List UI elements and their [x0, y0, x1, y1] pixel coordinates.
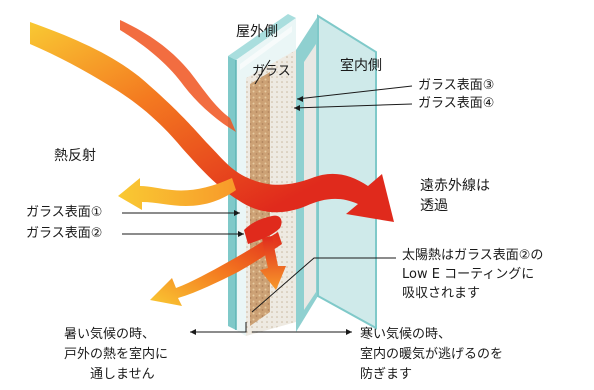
leader-arrowheads	[190, 96, 352, 335]
far-infrared-line-1: 遠赤外線は	[420, 178, 490, 194]
absorbed-heat-arrow	[260, 236, 286, 290]
indoor-side-label: 室内側	[340, 58, 382, 74]
cold-climate-line-1: 寒い気候の時、	[360, 327, 452, 342]
solar-heat-note: 太陽熱はガラス表面②の Low E コーティングに 吸収されます	[402, 246, 582, 303]
solar-heat-flame	[244, 215, 282, 244]
cold-climate-line-2: 室内の暖気が逃げるのを	[360, 347, 504, 362]
solar-heat-line-2: Low E コーティングに	[402, 267, 535, 282]
incoming-heat-arrow	[30, 22, 394, 222]
surface-1-label: ガラス表面①	[26, 205, 103, 220]
incoming-heat-band	[120, 20, 236, 132]
reflected-heat-arrow	[118, 178, 236, 210]
outdoor-glass-pane	[228, 14, 296, 336]
heat-reflection-label: 熱反射	[54, 148, 96, 164]
cold-climate-line-3: 防ぎます	[360, 367, 413, 382]
lower-heat-arrow	[150, 232, 282, 306]
indoor-glass-pane	[296, 14, 377, 332]
far-infrared-label: 遠赤外線は 透過	[420, 176, 570, 216]
leader-lines	[122, 59, 413, 333]
surface-3-label: ガラス表面③	[418, 78, 495, 93]
solar-heat-line-1: 太陽熱はガラス表面②の	[402, 248, 544, 263]
hot-climate-line-3: 通しません	[90, 367, 155, 382]
hot-climate-note: 暑い気候の時、 戸外の熱を室内に 通しません	[64, 325, 190, 385]
surface-2-label: ガラス表面②	[26, 226, 103, 241]
outdoor-side-label: 屋外側	[236, 24, 278, 40]
surface-4-label: ガラス表面④	[418, 96, 495, 111]
far-infrared-line-2: 透過	[420, 198, 448, 214]
cold-climate-note: 寒い気候の時、 室内の暖気が逃げるのを 防ぎます	[360, 325, 560, 385]
hot-climate-line-2: 戸外の熱を室内に	[64, 347, 169, 362]
glass-label: ガラス	[252, 64, 291, 79]
solar-heat-line-3: 吸収されます	[402, 286, 481, 301]
hot-climate-line-1: 暑い気候の時、	[64, 327, 156, 342]
